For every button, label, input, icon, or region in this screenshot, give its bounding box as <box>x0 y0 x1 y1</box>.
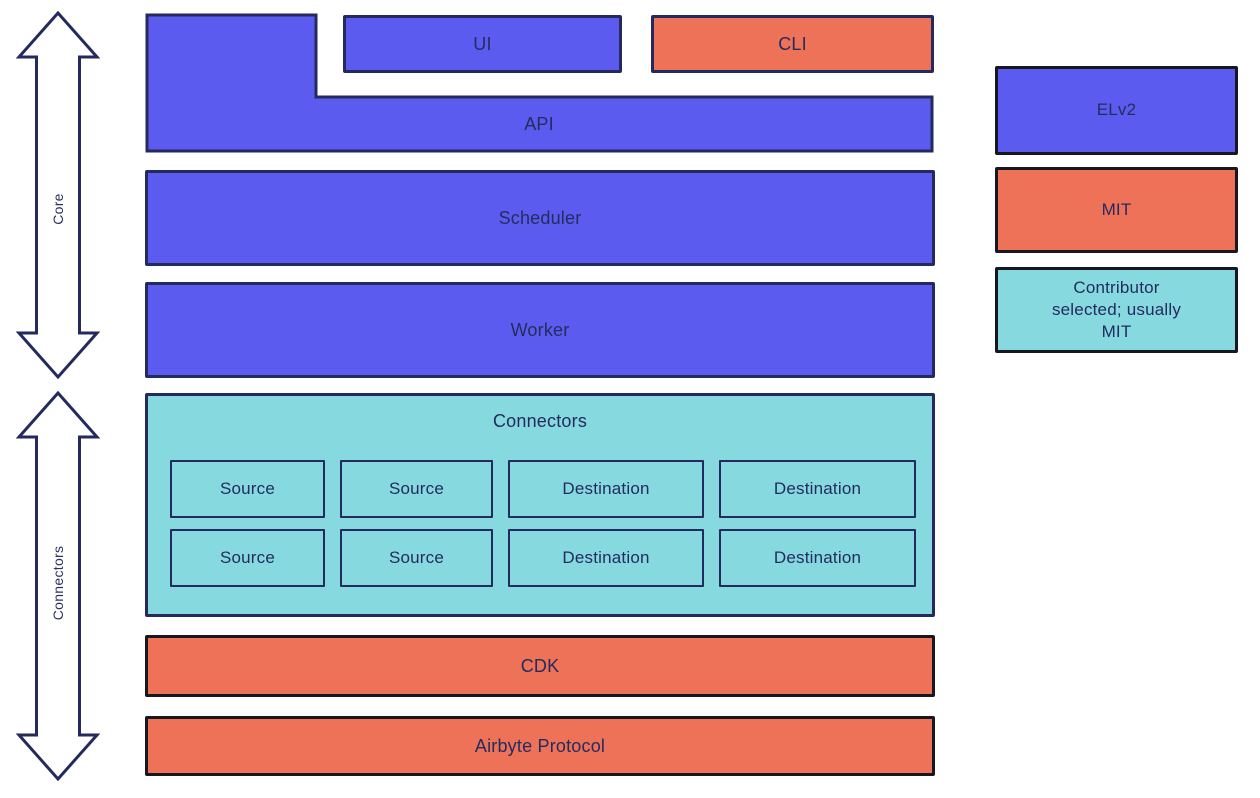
legend-item-mit: MIT <box>995 167 1238 253</box>
core-arrow-label: Core <box>50 193 66 225</box>
connectors-arrow-label: Connectors <box>50 545 66 621</box>
connectors-double-arrow-icon <box>16 391 100 781</box>
legend-label-contributor: Contributor selected; usually MIT <box>1051 277 1182 342</box>
ui-block: UI <box>343 15 622 73</box>
worker-block: Worker <box>145 282 935 378</box>
destination-connector-block: Destination <box>508 529 704 587</box>
source-connector-block: Source <box>170 460 325 518</box>
source-connector-block: Source <box>340 460 493 518</box>
destination-connector-block: Destination <box>719 460 916 518</box>
connectors-panel: Connectors Source Source Destination Des… <box>145 393 935 617</box>
connector-row-1: Source Source Destination Destination <box>170 460 916 518</box>
source-connector-block: Source <box>170 529 325 587</box>
cdk-block: CDK <box>145 635 935 697</box>
legend-item-contributor: Contributor selected; usually MIT <box>995 267 1238 353</box>
source-connector-block: Source <box>340 529 493 587</box>
airbyte-protocol-block: Airbyte Protocol <box>145 716 935 776</box>
api-block-label: API <box>524 114 554 134</box>
core-double-arrow-icon <box>16 11 100 379</box>
api-block-shape <box>145 13 934 153</box>
legend-label-elv2: ELv2 <box>1096 100 1137 120</box>
legend-label-mit: MIT <box>1101 199 1132 219</box>
connectors-panel-title: Connectors <box>492 411 588 431</box>
legend-item-elv2: ELv2 <box>995 66 1238 155</box>
scheduler-block: Scheduler <box>145 170 935 266</box>
connector-row-2: Source Source Destination Destination <box>170 529 916 587</box>
destination-connector-block: Destination <box>719 529 916 587</box>
destination-connector-block: Destination <box>508 460 704 518</box>
cli-block: CLI <box>651 15 934 73</box>
